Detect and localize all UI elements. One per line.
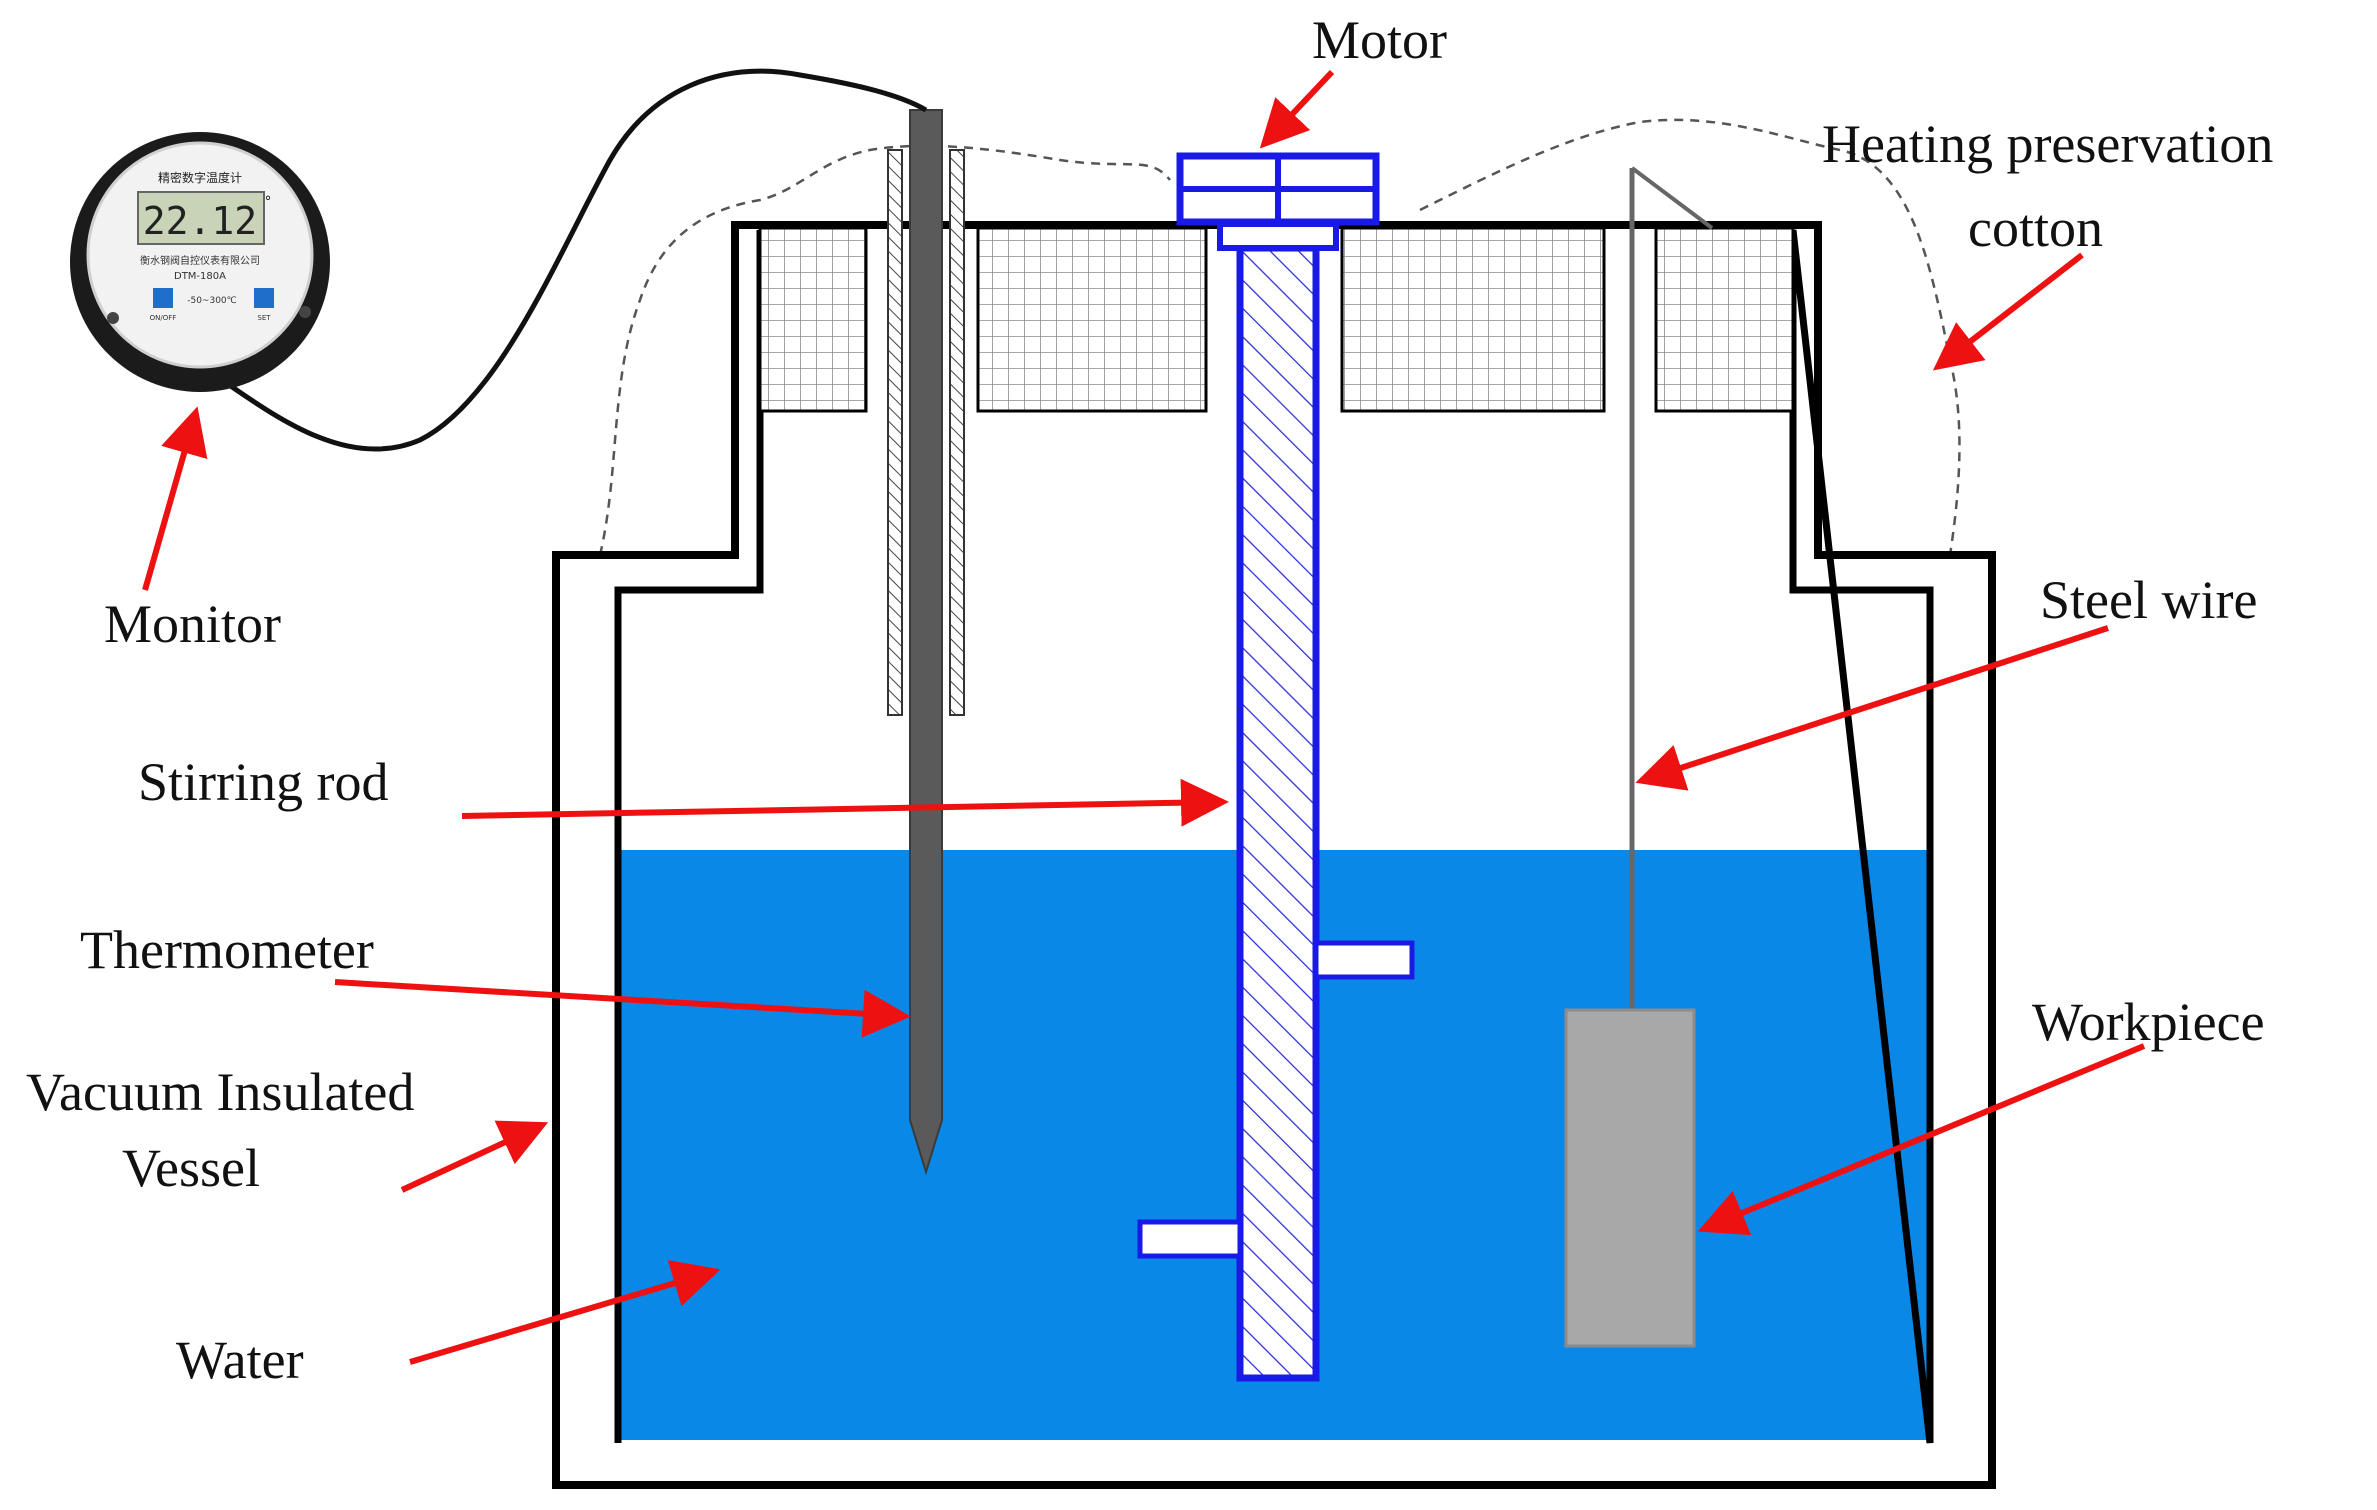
workpiece bbox=[1564, 1008, 1696, 1348]
monitor-right-key bbox=[254, 288, 274, 308]
thermometer-sleeve-right bbox=[949, 149, 965, 716]
stirring-rod bbox=[1236, 244, 1320, 1382]
monitor-left-key-label: ON/OFF bbox=[150, 314, 177, 322]
monitor-arrow bbox=[142, 406, 208, 591]
monitor-range: -50~300℃ bbox=[187, 296, 237, 306]
monitor-cable bbox=[220, 68, 928, 452]
motor bbox=[1176, 152, 1380, 226]
stirring-rod-collar bbox=[1217, 221, 1339, 251]
lid-insulation-block-4 bbox=[1654, 226, 1795, 413]
heating-cotton-label-line2: cotton bbox=[1968, 198, 2103, 258]
steel-wire-arrow bbox=[1635, 625, 2109, 791]
monitor-header: 精密数字温度计 bbox=[158, 170, 242, 185]
monitor-device: 精密数字温度计 22.12 ° 衡水钢阀自控仪表有限公司 DTM-180A -5… bbox=[70, 132, 330, 392]
vessel-label-line2: Vessel bbox=[122, 1138, 260, 1198]
stirring-rod-arrow bbox=[461, 778, 1229, 827]
monitor-maker: 衡水钢阀自控仪表有限公司 bbox=[140, 254, 260, 267]
stirring-rod-label: Stirring rod bbox=[138, 752, 389, 812]
steel-wire-label: Steel wire bbox=[2040, 570, 2257, 630]
monitor-screen bbox=[137, 191, 265, 245]
vessel-label-line1: Vacuum Insulated bbox=[26, 1062, 414, 1122]
thermometer-probe bbox=[909, 109, 943, 1176]
water-label: Water bbox=[176, 1330, 304, 1390]
stirring-blade-lower bbox=[1137, 1219, 1243, 1259]
monitor-label: Monitor bbox=[104, 594, 281, 654]
stirring-blade-upper bbox=[1313, 940, 1415, 980]
lid-insulation-block-3 bbox=[1340, 226, 1606, 413]
monitor-unit: ° bbox=[265, 194, 272, 210]
heating-cotton-label-line1: Heating preservation bbox=[1822, 114, 2273, 174]
workpiece-arrow bbox=[1697, 1043, 2146, 1236]
thermometer-arrow bbox=[334, 979, 911, 1038]
monitor-right-key-label: SET bbox=[257, 314, 271, 322]
vessel-arrow bbox=[400, 1120, 549, 1193]
thermometer-sleeve-left bbox=[887, 149, 903, 716]
monitor-left-key bbox=[153, 288, 173, 308]
thermometer-label: Thermometer bbox=[80, 920, 374, 980]
monitor-model: DTM-180A bbox=[174, 271, 226, 282]
lid-insulation-block-1 bbox=[758, 226, 868, 413]
heating-cotton-arrow bbox=[1932, 252, 2084, 371]
motor-label: Motor bbox=[1312, 10, 1447, 70]
lid-insulation-block-2 bbox=[976, 226, 1208, 413]
heating-cotton-outline bbox=[598, 118, 1961, 556]
monitor-reading: 22.12 bbox=[143, 199, 257, 243]
motor-arrow bbox=[1259, 69, 1335, 149]
workpiece-label: Workpiece bbox=[2032, 992, 2265, 1052]
water-arrow bbox=[409, 1260, 721, 1365]
